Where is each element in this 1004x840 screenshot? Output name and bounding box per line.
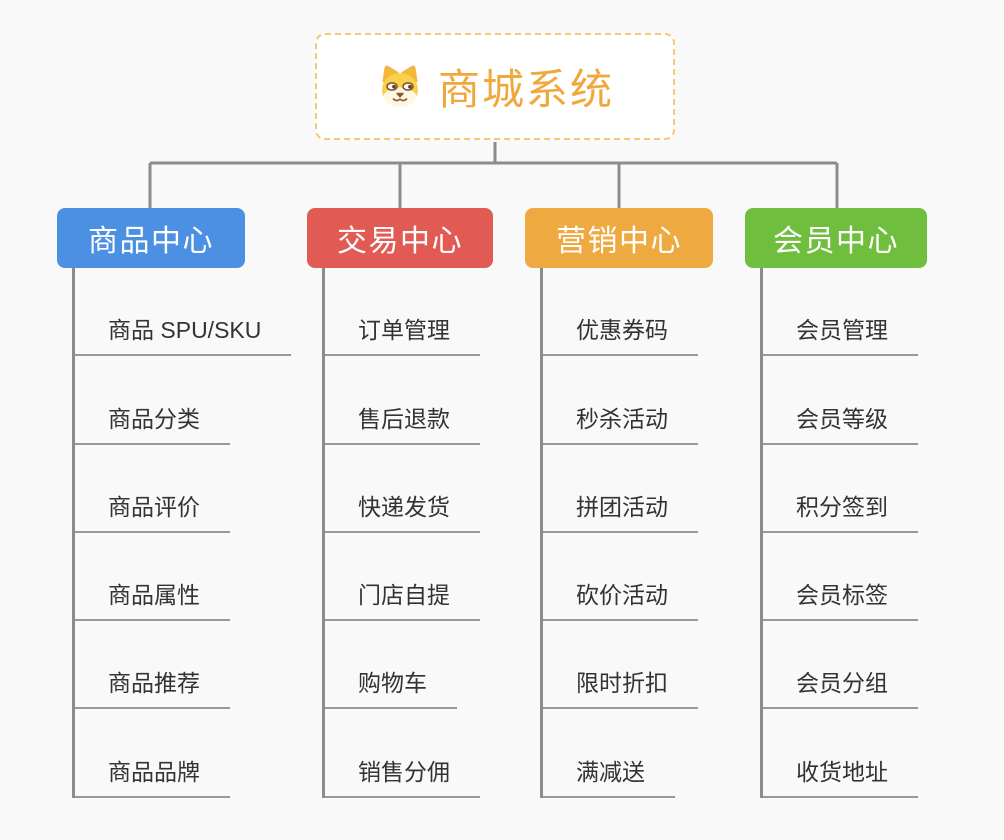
leaf-row: 售后退款 xyxy=(325,356,493,445)
branch-column-marketing: 营销中心 优惠券码 秒杀活动 拼团活动 砍价活动 限时折扣 满减送 xyxy=(525,208,713,798)
leaf-topic[interactable]: 秒杀活动 xyxy=(543,400,698,445)
leaf-row: 会员标签 xyxy=(763,533,927,622)
leaf-row: 订单管理 xyxy=(325,268,493,357)
leaf-row: 商品 SPU/SKU xyxy=(75,268,292,357)
leaf-topic[interactable]: 限时折扣 xyxy=(543,664,698,710)
leaf-topic[interactable]: 订单管理 xyxy=(325,311,480,357)
leaf-topic[interactable]: 购物车 xyxy=(325,664,457,710)
leaf-topic[interactable]: 收货地址 xyxy=(763,753,918,798)
leaf-topic[interactable]: 门店自提 xyxy=(325,576,480,622)
leaf-topic[interactable]: 砍价活动 xyxy=(543,576,698,622)
leaf-topic[interactable]: 商品推荐 xyxy=(75,664,230,710)
branch-column-members: 会员中心 会员管理 会员等级 积分签到 会员标签 会员分组 收货地址 xyxy=(745,208,927,798)
branch-trunk-trade: 订单管理 售后退款 快递发货 门店自提 购物车 销售分佣 xyxy=(322,268,493,798)
leaf-row: 秒杀活动 xyxy=(543,356,713,445)
branch-column-products: 商品中心 商品 SPU/SKU 商品分类 商品评价 商品属性 商品推荐 商品品牌 xyxy=(57,208,292,798)
leaf-row: 商品推荐 xyxy=(75,621,291,710)
leaf-row: 会员管理 xyxy=(763,268,927,357)
leaf-row: 商品分类 xyxy=(75,356,291,445)
leaf-topic[interactable]: 商品品牌 xyxy=(75,753,230,798)
branch-trunk-marketing: 优惠券码 秒杀活动 拼团活动 砍价活动 限时折扣 满减送 xyxy=(540,268,713,798)
leaf-row: 销售分佣 xyxy=(325,709,493,798)
root-topic-title: 商城系统 xyxy=(437,66,614,113)
leaf-row: 门店自提 xyxy=(325,533,493,622)
leaf-topic[interactable]: 商品属性 xyxy=(75,576,230,622)
leaf-topic[interactable]: 会员分组 xyxy=(763,664,918,710)
branch-node-marketing[interactable]: 营销中心 xyxy=(525,208,713,268)
leaf-row: 收货地址 xyxy=(763,709,927,798)
leaf-row: 快递发货 xyxy=(325,445,493,533)
leaf-row: 会员等级 xyxy=(763,356,927,445)
root-topic[interactable]: 商城系统 xyxy=(315,33,675,140)
branch-node-products[interactable]: 商品中心 xyxy=(57,208,245,268)
leaf-topic[interactable]: 销售分佣 xyxy=(325,753,480,798)
leaf-topic[interactable]: 拼团活动 xyxy=(543,488,698,533)
leaf-row: 商品属性 xyxy=(75,533,291,622)
leaf-row: 会员分组 xyxy=(763,621,927,710)
branch-node-trade[interactable]: 交易中心 xyxy=(307,208,493,268)
leaf-row: 商品评价 xyxy=(75,445,291,533)
branch-trunk-products: 商品 SPU/SKU 商品分类 商品评价 商品属性 商品推荐 商品品牌 xyxy=(72,268,292,798)
leaf-row: 砍价活动 xyxy=(543,533,713,622)
connector-path xyxy=(148,142,839,208)
dog-face-icon xyxy=(381,65,418,107)
leaf-topic[interactable]: 售后退款 xyxy=(325,400,480,445)
leaf-topic[interactable]: 满减送 xyxy=(543,753,675,798)
leaf-row: 积分签到 xyxy=(763,445,927,533)
leaf-topic[interactable]: 会员管理 xyxy=(763,311,918,357)
leaf-topic[interactable]: 会员等级 xyxy=(763,400,918,445)
leaf-topic[interactable]: 商品评价 xyxy=(75,488,230,533)
leaf-topic[interactable]: 会员标签 xyxy=(763,576,918,622)
leaf-row: 商品品牌 xyxy=(75,709,291,798)
leaf-row: 限时折扣 xyxy=(543,621,713,710)
leaf-row: 购物车 xyxy=(325,621,493,710)
leaf-topic[interactable]: 优惠券码 xyxy=(543,311,698,357)
leaf-topic[interactable]: 商品 SPU/SKU xyxy=(75,311,292,357)
leaf-row: 拼团活动 xyxy=(543,445,713,533)
branch-node-members[interactable]: 会员中心 xyxy=(745,208,927,268)
branch-column-trade: 交易中心 订单管理 售后退款 快递发货 门店自提 购物车 销售分佣 xyxy=(307,208,493,798)
leaf-topic[interactable]: 快递发货 xyxy=(325,488,480,533)
leaf-topic[interactable]: 商品分类 xyxy=(75,400,230,445)
branch-trunk-members: 会员管理 会员等级 积分签到 会员标签 会员分组 收货地址 xyxy=(760,268,927,798)
leaf-topic[interactable]: 积分签到 xyxy=(763,488,918,533)
leaf-row: 满减送 xyxy=(543,709,713,798)
leaf-row: 优惠券码 xyxy=(543,268,713,357)
